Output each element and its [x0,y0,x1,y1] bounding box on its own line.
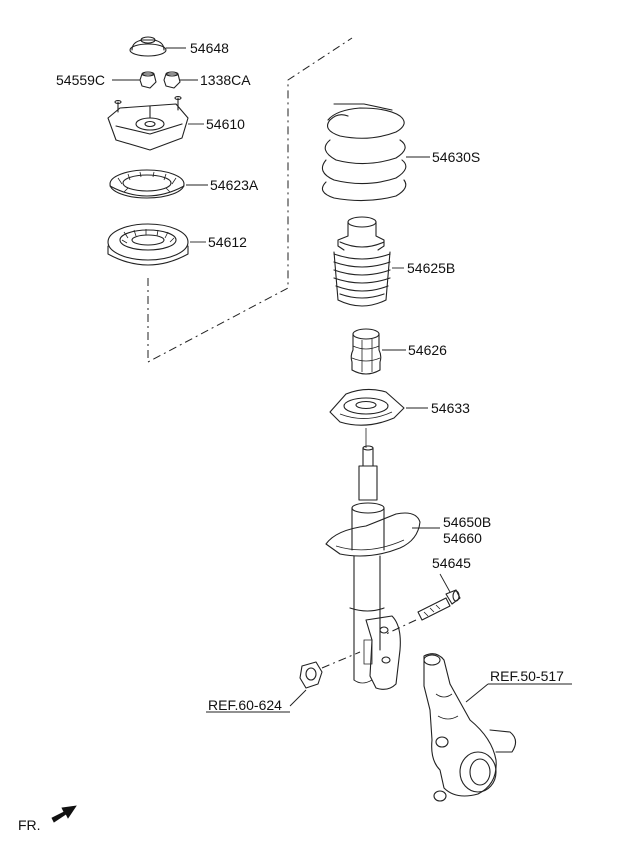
dust-cap-part[interactable] [129,36,167,57]
nut-insert-line [321,651,361,669]
ref-label-50-517[interactable]: REF.50-517 [490,668,564,684]
bump-stopper-part[interactable] [350,328,382,375]
part-label-54612: 54612 [208,234,247,250]
part-label-54630s: 54630S [432,149,480,165]
part-label-54623a: 54623A [210,177,259,193]
spring-pad-part[interactable] [329,388,405,426]
part-label-1338ca: 1338CA [200,72,251,88]
part-label-54610: 54610 [206,116,245,132]
bolt-insert-line [385,619,417,635]
assembly-group-outline [147,37,353,363]
part-label-54626: 54626 [408,342,447,358]
dust-boot-part[interactable] [333,216,391,307]
strut-bolt-part[interactable] [417,589,461,621]
part-label-54625b: 54625B [407,260,455,276]
part-label-54650b: 54650B [443,514,491,530]
part-label-54645: 54645 [432,555,471,571]
steering-knuckle-part[interactable] [423,653,517,802]
strut-mount-insulator-part[interactable] [107,95,189,151]
nut-part[interactable] [139,71,157,89]
coil-spring-part[interactable] [321,103,407,202]
part-label-54559c: 54559C [56,72,105,88]
ref-label-60-624[interactable]: REF.60-624 [208,697,282,713]
lock-nut-part[interactable] [299,661,323,689]
part-label-54633: 54633 [431,400,470,416]
front-direction-label: FR. [18,817,41,833]
part-label-54660: 54660 [443,530,482,546]
bearing-cap-part[interactable] [109,169,185,199]
arrow-icon [51,805,77,823]
flange-nut-part[interactable] [163,71,181,89]
part-label-54648: 54648 [190,40,229,56]
strut-bearing-part[interactable] [107,223,189,266]
strut-assembly-part[interactable] [325,445,421,690]
